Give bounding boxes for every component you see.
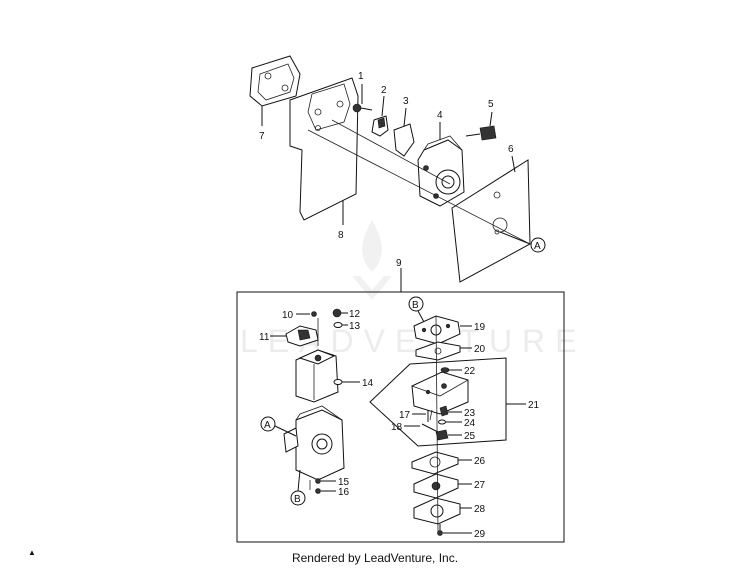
marker-b-lower-label: B xyxy=(294,494,301,505)
footer-credit: Rendered by LeadVenture, Inc. xyxy=(291,551,459,565)
marker-a-top xyxy=(530,237,546,253)
callout-6: 6 xyxy=(508,144,514,155)
callout-16: 16 xyxy=(338,487,350,498)
callout-28: 28 xyxy=(474,504,486,515)
marker-a-lower-label: A xyxy=(264,420,271,431)
callout-23: 23 xyxy=(464,408,476,419)
gasket-7 xyxy=(249,55,301,126)
lower-body xyxy=(283,405,345,490)
marker-b-right xyxy=(408,296,425,323)
spring-23 xyxy=(439,405,462,417)
callout-9: 9 xyxy=(396,258,402,269)
washer-14 xyxy=(333,379,360,385)
callout-8: 8 xyxy=(338,230,344,241)
body-4 xyxy=(417,122,465,207)
cap-22 xyxy=(440,367,462,373)
assembly-line-lower xyxy=(435,315,439,533)
callout-27: 27 xyxy=(474,480,486,491)
watermark-logo xyxy=(352,220,392,300)
callout-13: 13 xyxy=(349,321,361,332)
callout-29: 29 xyxy=(474,529,486,540)
callout-15: 15 xyxy=(338,477,350,488)
corner-mark: ▲ xyxy=(28,548,36,557)
needle-17 xyxy=(412,410,429,422)
pump-body xyxy=(411,371,469,421)
callout-20: 20 xyxy=(474,344,486,355)
callout-10: 10 xyxy=(282,310,294,321)
callout-19: 19 xyxy=(474,322,486,333)
cover-19 xyxy=(413,315,472,345)
gasket-6 xyxy=(451,155,531,283)
callout-7: 7 xyxy=(259,131,265,142)
callout-5: 5 xyxy=(488,99,494,110)
callout-25: 25 xyxy=(464,431,476,442)
callout-21: 21 xyxy=(528,400,540,411)
callout-26: 26 xyxy=(474,456,486,467)
clip-2 xyxy=(371,95,389,137)
washer-13 xyxy=(333,322,348,328)
marker-a-top-label: A xyxy=(534,241,541,252)
screw-29 xyxy=(437,524,472,536)
diaphragm-27 xyxy=(413,473,472,499)
assembly-line-upper xyxy=(307,129,531,245)
ball-16 xyxy=(315,488,336,494)
callout-24: 24 xyxy=(464,418,476,429)
plate-3 xyxy=(393,107,415,157)
cover-28 xyxy=(413,497,472,525)
spring-screw-5 xyxy=(465,111,497,141)
screw-1 xyxy=(352,84,373,113)
diaphragm-20 xyxy=(415,341,472,361)
callout-17: 17 xyxy=(399,410,411,421)
callout-14: 14 xyxy=(362,378,374,389)
callout-2: 2 xyxy=(381,85,387,96)
callout-11: 11 xyxy=(259,332,270,343)
subassembly-frame-21 xyxy=(369,357,507,447)
callout-1: 1 xyxy=(358,71,364,82)
callout-3: 3 xyxy=(403,96,409,107)
gasket-8 xyxy=(289,77,359,225)
pin-18 xyxy=(404,423,439,433)
callout-12: 12 xyxy=(349,309,361,320)
oring-24 xyxy=(438,419,462,425)
upper-body xyxy=(295,318,339,403)
assembly-frame-9 xyxy=(236,291,565,543)
seat-25 xyxy=(435,429,462,441)
screw-15 xyxy=(315,478,336,484)
screw-10 xyxy=(296,311,317,317)
callout-18: 18 xyxy=(391,422,403,433)
gasket-26 xyxy=(411,451,472,475)
marker-b-right-label: B xyxy=(412,300,419,311)
marker-b-lower xyxy=(290,469,306,506)
marker-a-lower xyxy=(260,416,297,437)
callout-22: 22 xyxy=(464,366,476,377)
cap-12 xyxy=(332,308,348,318)
callout-4: 4 xyxy=(437,110,443,121)
assembly-line-upper-2 xyxy=(331,119,451,185)
